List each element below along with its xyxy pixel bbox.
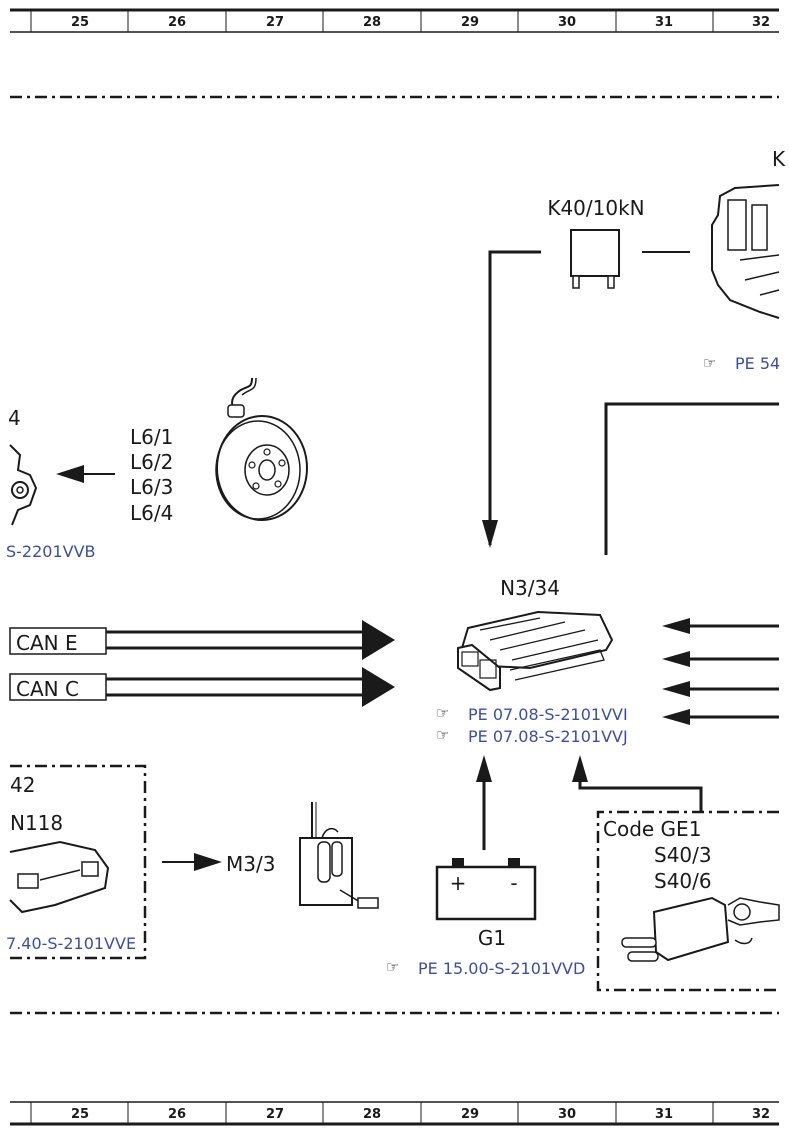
fuel-pump-m3-3: M3/3	[226, 802, 379, 909]
box-right-label-2: S40/6	[654, 869, 712, 893]
box-right-code-ge1: Code GE1 S40/3 S40/6	[596, 810, 780, 992]
can-c-bus: CAN C	[9, 667, 395, 707]
ruler-col-32: 32	[752, 1107, 770, 1122]
code-ge1-to-ecu-wire	[578, 760, 703, 812]
box-left-ref: 7.40-S-2101VVE	[6, 934, 136, 953]
ruler-col-30: 30	[558, 1107, 576, 1122]
ruler-col-29: 29	[461, 1107, 479, 1122]
ruler-col-32: 32	[752, 15, 770, 30]
pointer-icon: ☞	[436, 726, 449, 744]
can-e-label: CAN E	[16, 631, 78, 655]
box-left-n118: 42 N118 7.40-S-2101VVE	[6, 764, 147, 960]
battery-plus: +	[450, 871, 467, 895]
relay-label: K40/10kN	[547, 196, 644, 220]
relay-to-ecu-wire	[488, 250, 541, 545]
wheel-sensor-labels: L6/1 L6/2 L6/3 L6/4	[130, 425, 173, 525]
ruler-col-27: 27	[266, 1107, 284, 1122]
ruler-col-26: 26	[168, 15, 186, 30]
ecu-ref-2: PE 07.08-S-2101VVJ	[468, 727, 628, 746]
sensor-label-1: L6/1	[130, 425, 173, 449]
relay-k40: K40/10kN	[547, 196, 645, 289]
ruler-col-28: 28	[363, 1107, 381, 1122]
sensor-label-2: L6/2	[130, 450, 173, 474]
box-right-label-1: S40/3	[654, 843, 712, 867]
left-partial-label: 4	[8, 406, 21, 430]
box-right-code: Code GE1	[603, 817, 701, 841]
right-feed-wire	[604, 402, 779, 555]
sensor-label-3: L6/3	[130, 475, 173, 499]
brake-disc-icon	[215, 377, 308, 521]
can-e-bus: CAN E	[9, 620, 395, 660]
ruler-col-28: 28	[363, 15, 381, 30]
left-partial-ref: S-2201VVB	[6, 542, 96, 561]
top-ruler: 25 26 27 28 29 30 31 32	[10, 8, 779, 33]
ruler-col-25: 25	[71, 15, 89, 30]
battery-label: G1	[478, 926, 506, 950]
pump-label: M3/3	[226, 852, 275, 876]
fusebox-ref: PE 54	[735, 354, 780, 373]
pointer-icon: ☞	[436, 704, 449, 722]
sensor-label-4: L6/4	[130, 501, 173, 525]
ruler-col-27: 27	[266, 15, 284, 30]
ruler-col-31: 31	[655, 15, 673, 30]
ecu-label: N3/34	[500, 576, 560, 600]
ecu-n3-34: N3/34 ☞ PE 07.08-S-2101VVI ☞ PE 07.08-S-…	[436, 576, 628, 746]
top-right-label: K	[772, 147, 786, 171]
sensor-arrowhead	[56, 465, 84, 483]
bottom-ruler: 25 26 27 28 29 30 31 32	[10, 1101, 779, 1126]
ruler-col-26: 26	[168, 1107, 186, 1122]
ruler-col-25: 25	[71, 1107, 89, 1122]
n118-to-pump-arrowhead	[194, 853, 222, 871]
ruler-col-30: 30	[558, 15, 576, 30]
box-left-title: 42	[10, 773, 35, 797]
fuse-box-partial: K ☞ PE 54	[703, 147, 786, 373]
ecu-ref-1: PE 07.08-S-2101VVI	[468, 705, 628, 724]
left-partial-component: 4 S-2201VVB	[6, 406, 96, 561]
right-incoming-arrows	[662, 618, 779, 725]
battery-ref: PE 15.00-S-2101VVD	[418, 959, 585, 978]
can-c-label: CAN C	[16, 677, 79, 701]
battery-g1: + - G1 ☞ PE 15.00-S-2101VVD	[386, 755, 585, 978]
ruler-col-31: 31	[655, 1107, 673, 1122]
ruler-col-29: 29	[461, 15, 479, 30]
pointer-icon: ☞	[703, 354, 716, 372]
battery-minus: -	[510, 871, 517, 895]
box-left-module: N118	[10, 811, 63, 835]
pointer-icon: ☞	[386, 958, 399, 976]
